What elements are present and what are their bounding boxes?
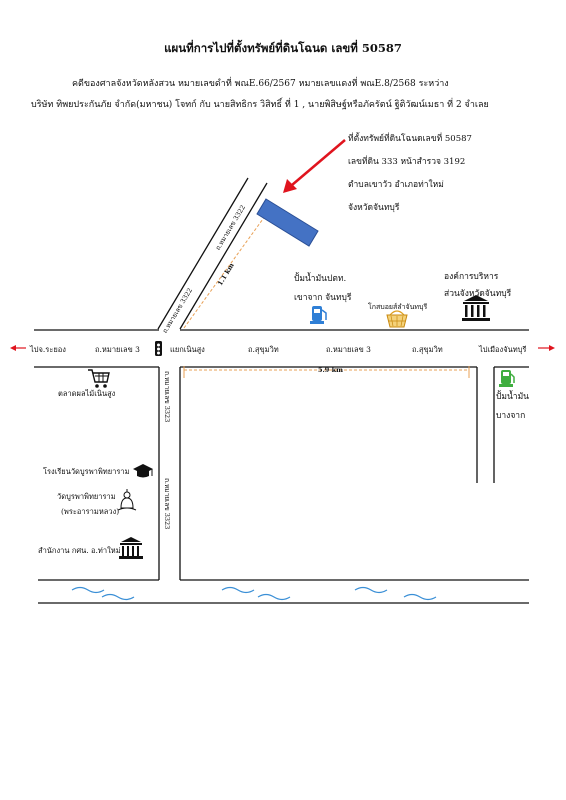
river-wave — [221, 586, 255, 594]
arrow-right-head — [549, 345, 555, 351]
gas-station-2-location: บางจาก — [496, 411, 526, 421]
school-label: โรงเรียนวัดบูรพาพิทยาราม — [43, 467, 130, 476]
gas-station-2-name: ปั้มน้ำมัน — [496, 392, 529, 402]
junction-label: แยกเนินสูง — [170, 345, 205, 354]
traffic-light-icon — [155, 341, 162, 356]
gas-station-1-name: ปั้มน้ำมันปตท. — [294, 274, 347, 284]
sao-label-1: องค์การบริหาร — [444, 272, 499, 282]
river-wave — [403, 593, 437, 601]
basket-icon — [386, 310, 408, 328]
river-wave — [101, 593, 135, 601]
sukhumvit-label-2: ถ.สุขุมวิท — [412, 345, 443, 354]
sao-label-2: ส่วนจังหวัดจันทบุรี — [444, 289, 512, 299]
sukhumvit-label-1: ถ.สุขุมวิท — [248, 345, 279, 354]
temple-label: วัดบูรพาพิทยาราม — [57, 492, 116, 501]
river-wave — [354, 586, 388, 594]
distance-label-horizontal: 5.9 km — [318, 366, 343, 374]
gas-pump-icon — [499, 370, 515, 387]
distance-line-diagonal — [183, 211, 269, 329]
property-land-number: เลขที่ดิน 333 หน้าสำรวจ 3192 — [348, 157, 466, 167]
river-wave — [257, 593, 291, 601]
case-line-2: บริษัท ทิพยประกันภัย จำกัด(มหาชน) โจทก์ … — [31, 100, 489, 110]
river-wave — [71, 586, 105, 594]
market-label: ตลาดผลไม้เนินสูง — [58, 389, 116, 398]
direction-left-label: ไปจ.ระยอง — [30, 345, 66, 354]
property-deed-label: ที่ตั้งทรัพย์ที่ดินโฉนดเลขที่ 50587 — [348, 134, 472, 144]
shopping-cart-icon — [88, 369, 110, 388]
pointer-arrow-head — [283, 179, 297, 193]
case-line-1: คดีของศาลจังหวัดหลังสวน หมายเลขดำที่ พณE… — [72, 79, 449, 89]
road-3323-lower-label: ถ.หมายเลข 3323 — [163, 478, 171, 530]
gas-station-1-location: เขาจาก จันทบุรี — [294, 293, 352, 303]
highway-3-label-left: ถ.หมายเลข 3 — [95, 345, 140, 354]
page-title: แผนที่การไปที่ตั้งทรัพย์ที่ดินโฉนด เลขที… — [164, 41, 402, 55]
highway-3-label-mid: ถ.หมายเลข 3 — [326, 345, 371, 354]
road-3323-upper-label: ถ.หมายเลข 3323 — [163, 371, 171, 423]
property-province: จังหวัดจันทบุรี — [348, 203, 400, 213]
arrow-left-head — [10, 345, 16, 351]
temple-sublabel: (พระอารามหลวง) — [61, 507, 120, 516]
office-building-icon — [119, 537, 143, 559]
pointer-arrow — [291, 139, 346, 186]
office-label: สำนักงาน กศน. อ.ท่าใหม่ — [38, 546, 121, 555]
gas-pump-icon — [310, 306, 327, 324]
road-3322-left-edge — [157, 177, 249, 330]
road-3322-right-edge — [179, 182, 268, 330]
temple-buddha-icon — [117, 489, 137, 511]
fruit-market-label: โกสบอยส์ลำจันทบุรี — [368, 303, 428, 311]
property-parcel — [256, 198, 319, 247]
school-icon — [133, 464, 153, 478]
direction-right-label: ไปเมืองจันทบุรี — [479, 345, 527, 354]
property-subdistrict: ตำบลเขาวัว อำเภอท่าใหม่ — [348, 180, 444, 190]
government-building-icon — [462, 295, 490, 321]
